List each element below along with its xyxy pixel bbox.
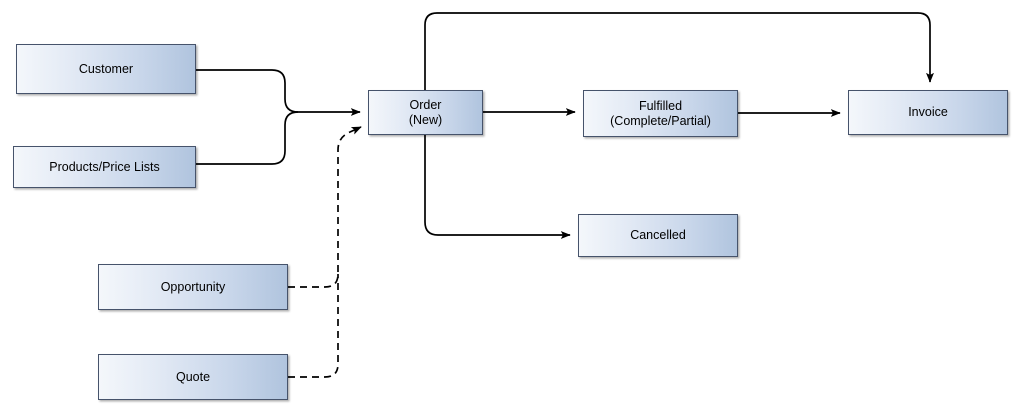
node-customer[interactable]: Customer [16, 44, 196, 94]
node-order[interactable]: Order (New) [368, 90, 483, 135]
node-customer-label: Customer [78, 61, 134, 76]
node-quote[interactable]: Quote [98, 354, 288, 400]
node-order-label: Order (New) [408, 97, 443, 127]
edge-quote-to-order [288, 274, 339, 378]
node-cancelled-label: Cancelled [630, 228, 686, 242]
edge-opportunity-to-order [288, 126, 362, 288]
node-fulfilled-label: Fulfilled (Complete/Partial) [610, 98, 711, 128]
edge-customer-to-order [196, 69, 361, 116]
node-products-price-lists[interactable]: Products/Price Lists [13, 146, 196, 188]
edge-products-to-order [196, 111, 299, 165]
node-fulfilled[interactable]: Fulfilled (Complete/Partial) [583, 90, 738, 137]
edge-order-to-invoice [424, 12, 934, 90]
node-invoice-label: Invoice [908, 105, 948, 119]
edge-order-to-cancelled [424, 135, 571, 239]
node-quote-label: Quote [175, 369, 211, 384]
node-cancelled[interactable]: Cancelled [578, 214, 738, 257]
node-opportunity[interactable]: Opportunity [98, 264, 288, 310]
node-products-price-lists-label: Products/Price Lists [49, 159, 160, 174]
node-opportunity-label: Opportunity [160, 279, 226, 294]
node-invoice[interactable]: Invoice [848, 90, 1008, 135]
